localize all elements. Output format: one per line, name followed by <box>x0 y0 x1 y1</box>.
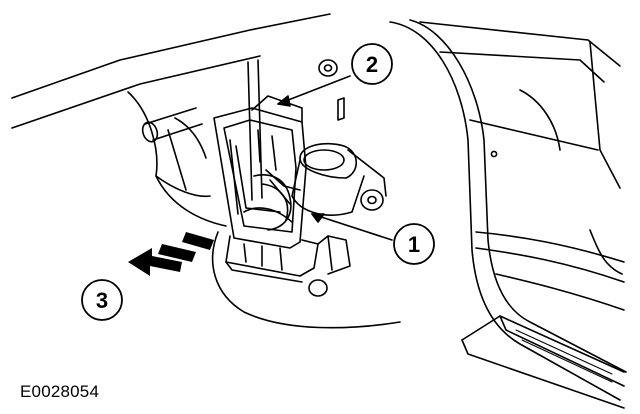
slot <box>337 97 345 121</box>
vent-pipe <box>141 107 203 143</box>
callout-label-1: 1 <box>408 232 420 257</box>
door-frame <box>389 19 627 401</box>
removal-direction-arrow <box>128 232 214 276</box>
electrical-connector <box>225 235 351 283</box>
callout-2: 2 <box>351 43 393 85</box>
callout-leader-2 <box>277 75 351 107</box>
dashboard-panel <box>11 13 401 329</box>
figure-id: E0028054 <box>20 382 100 401</box>
callout-label-3: 3 <box>96 288 108 313</box>
callout-leader-1 <box>311 213 393 241</box>
actuator-motor <box>291 142 387 216</box>
callout-label-2: 2 <box>366 52 378 77</box>
callout-3: 3 <box>81 279 123 321</box>
sill-plate <box>461 315 625 409</box>
mounting-nut <box>308 189 384 297</box>
mounting-stud <box>318 59 338 77</box>
callout-1: 1 <box>393 223 435 265</box>
wiring-harness <box>243 59 301 231</box>
